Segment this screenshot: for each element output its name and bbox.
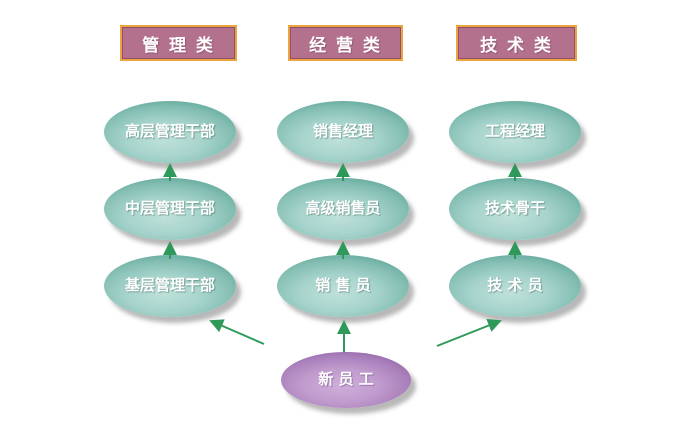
node-label: 技术骨干 [484,198,545,217]
arrow-up-right-icon [436,318,502,347]
header-technical-label: 技 术 类 [480,35,553,56]
node-label: 新 员 工 [318,369,374,388]
node-label: 销 售 员 [315,275,371,294]
header-sales: 经 营 类 [288,25,403,61]
node-label: 技 术 员 [487,275,543,294]
node-label: 工程经理 [484,121,545,140]
node-label: 基层管理干部 [124,275,215,294]
node-label: 高级销售员 [305,198,381,217]
node-technical-level2: 技术骨干 [449,178,581,240]
node-label: 高层管理干部 [124,121,215,140]
node-label: 中层管理干部 [124,198,215,217]
node-sales-level3: 销售经理 [277,101,409,163]
arrow-up-left-icon [209,319,265,345]
node-technical-level3: 工程经理 [449,101,581,163]
node-management-level1: 基层管理干部 [104,255,236,317]
node-new-employee: 新 员 工 [281,352,411,408]
header-sales-label: 经 营 类 [309,35,382,56]
header-management-label: 管 理 类 [142,35,215,56]
node-label: 销售经理 [312,121,373,140]
node-management-level3: 高层管理干部 [104,101,236,163]
node-sales-level2: 高级销售员 [277,178,409,240]
node-sales-level1: 销 售 员 [277,255,409,317]
node-technical-level1: 技 术 员 [449,255,581,317]
header-technical: 技 术 类 [456,25,577,61]
node-management-level2: 中层管理干部 [104,178,236,240]
header-management: 管 理 类 [120,25,237,61]
